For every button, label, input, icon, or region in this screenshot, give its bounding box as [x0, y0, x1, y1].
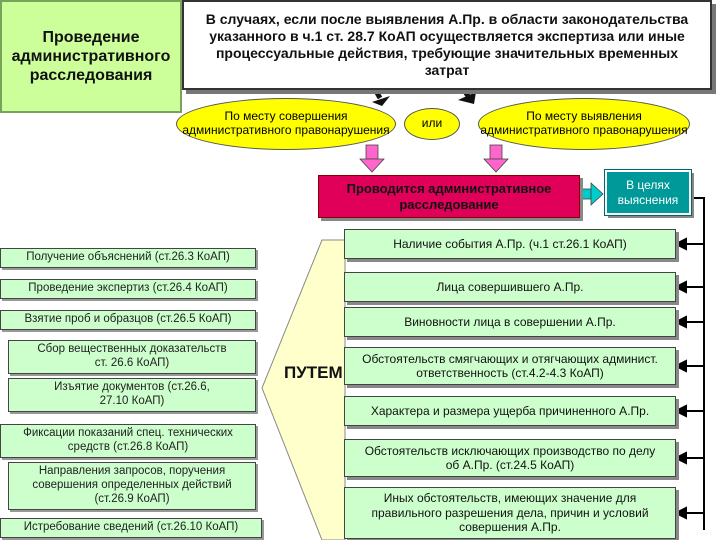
pink-arrow-icon [359, 144, 385, 173]
method-item: Изъятие документов (ст.26.6, 27.10 КоАП) [8, 378, 256, 412]
aim-item: Иных обстоятельств, имеющих значение для… [344, 487, 676, 539]
connector-arrow-icon [673, 237, 704, 520]
funnel-shape [261, 239, 346, 540]
method-item: Направления запросов, поручения совершен… [8, 462, 256, 510]
aim-item: Лица совершившего А.Пр. [344, 272, 676, 302]
method-item: Сбор вещественных доказательств ст. 26.6… [8, 340, 256, 374]
aims-box: В целях выяснения [604, 169, 692, 216]
by-means-label: ПУТЕМ [284, 363, 343, 382]
aim-item: Виновности лица в совершении А.Пр. [344, 307, 676, 337]
aim-item: Характера и размера ущерба причиненного … [344, 396, 676, 426]
method-item: Взятие проб и образцов (ст.26.5 КоАП) [0, 310, 256, 330]
right-arrow-icon [580, 182, 604, 206]
method-item: Получение объяснений (ст.26.3 КоАП) [0, 248, 256, 268]
aim-item: Обстоятельств смягчающих и отягчающих ад… [344, 347, 676, 385]
investigation-box: Проводится административное расследовани… [318, 175, 580, 218]
method-item: Истребование сведений (ст.26.10 КоАП) [0, 518, 262, 538]
place-of-detection-ellipse: По месту выявления административного пра… [478, 98, 690, 150]
place-of-offense-ellipse: По месту совершения административного пр… [176, 98, 396, 150]
aim-item: Наличие события А.Пр. (ч.1 ст.26.1 КоАП) [344, 229, 676, 259]
condition-note: В случаях, если после выявления А.Пр. в … [182, 0, 712, 90]
aim-item: Обстоятельств исключающих производство п… [344, 439, 676, 477]
method-item: Проведение экспертиз (ст.26.4 КоАП) [0, 279, 256, 299]
pink-arrow-icon [483, 144, 509, 173]
or-ellipse: или [404, 108, 460, 140]
aims-connector-line [690, 197, 705, 530]
diagram-title: Проведение административного расследован… [0, 0, 182, 113]
method-item: Фиксации показаний спец. технических сре… [0, 424, 256, 458]
